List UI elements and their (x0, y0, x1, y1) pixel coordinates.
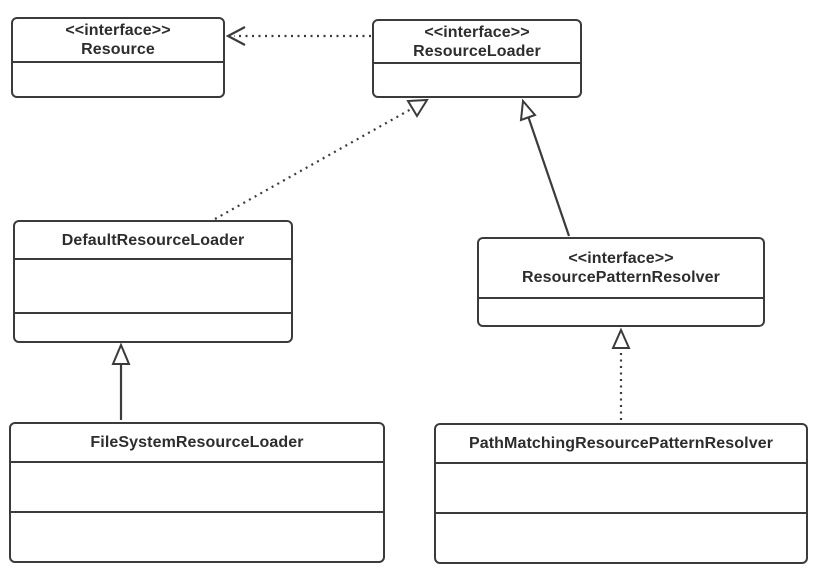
operations-compartment (15, 312, 291, 341)
dependency-arrow-resourceloader-to-resource (225, 26, 371, 46)
class-box-default-resource-loader: DefaultResourceLoader (13, 220, 293, 343)
class-name-label: ResourcePatternResolver (522, 269, 720, 286)
class-name-label: Resource (81, 41, 155, 58)
class-box-path-matching-resource-pattern-resolver: PathMatchingResourcePatternResolver (434, 423, 808, 564)
class-box-resource-pattern-resolver: <<interface>> ResourcePatternResolver (477, 237, 765, 327)
attributes-compartment (436, 462, 806, 512)
stereotype-label: <<interface>> (65, 22, 171, 39)
class-name-label: DefaultResourceLoader (61, 231, 245, 249)
class-name-label: PathMatchingResourcePatternResolver (468, 435, 774, 452)
hollow-triangle-arrowhead-icon (111, 342, 131, 365)
operations-compartment (11, 511, 383, 561)
class-title-resource-loader: <<interface>> ResourceLoader (374, 21, 580, 62)
members-compartment (374, 62, 580, 96)
class-name-label: FileSystemResourceLoader (90, 434, 304, 451)
attributes-compartment (11, 461, 383, 511)
stereotype-label: <<interface>> (568, 250, 674, 267)
class-title-path-matching-resource-pattern-resolver: PathMatchingResourcePatternResolver (436, 425, 806, 462)
class-box-resource: <<interface>> Resource (11, 17, 225, 98)
attributes-compartment (15, 258, 291, 312)
hollow-triangle-arrowhead-icon (611, 327, 631, 349)
class-box-file-system-resource-loader: FileSystemResourceLoader (9, 422, 385, 563)
class-title-resource-pattern-resolver: <<interface>> ResourcePatternResolver (479, 239, 763, 297)
open-arrowhead-icon (225, 26, 246, 46)
realization-arrow-pathmatchingresourcepatternresolver-to-resourcepatternresolver (611, 327, 631, 420)
generalization-arrow-resourcepatternresolver-to-resourceloader (519, 98, 571, 237)
members-compartment (479, 297, 763, 325)
members-compartment (13, 61, 223, 96)
stereotype-label: <<interface>> (424, 23, 530, 41)
class-title-default-resource-loader: DefaultResourceLoader (15, 222, 291, 258)
generalization-arrow-filesystemresourceloader-to-defaultresourceloader (111, 342, 131, 420)
class-box-resource-loader: <<interface>> ResourceLoader (372, 19, 582, 98)
class-title-file-system-resource-loader: FileSystemResourceLoader (11, 424, 383, 461)
realization-arrow-defaultresourceloader-to-resourceloader (214, 98, 429, 220)
class-name-label: ResourceLoader (413, 42, 541, 60)
operations-compartment (436, 512, 806, 562)
hollow-triangle-arrowhead-icon (519, 98, 537, 122)
hollow-triangle-arrowhead-icon (406, 98, 429, 118)
class-title-resource: <<interface>> Resource (13, 19, 223, 61)
